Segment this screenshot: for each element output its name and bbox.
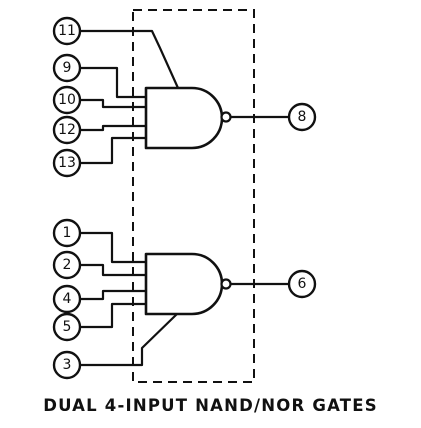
pin-13: 13 — [52, 148, 82, 178]
wire-pin-11 — [78, 29, 180, 90]
pin-label: 9 — [63, 60, 72, 76]
logic-diagram: 11 9 10 12 13 8 1 2 4 5 3 6 — [52, 9, 317, 383]
pin-label: 1 — [63, 225, 72, 241]
pin-10: 10 — [52, 85, 82, 115]
wire-pin-13 — [78, 136, 148, 165]
pin-label: 10 — [58, 92, 76, 108]
wire-pin-2 — [78, 263, 148, 277]
gate-upper — [78, 29, 290, 165]
pin-label: 3 — [63, 357, 72, 373]
wire-pin-9 — [78, 66, 148, 99]
package-outline — [132, 9, 255, 383]
pin-label: 8 — [298, 109, 307, 125]
pin-3: 3 — [52, 350, 82, 380]
pin-1: 1 — [52, 218, 82, 248]
pin-label: 2 — [63, 257, 72, 273]
pin-label: 5 — [63, 319, 72, 335]
nand-gate-upper — [144, 86, 224, 150]
gate-lower — [78, 231, 290, 367]
pin-12: 12 — [52, 115, 82, 145]
pin-11: 11 — [52, 16, 82, 46]
nand-gate-lower — [144, 252, 224, 316]
pin-5: 5 — [52, 312, 82, 342]
diagram-caption: DUAL 4-INPUT NAND/NOR GATES — [43, 396, 378, 415]
wire-pin-12 — [78, 124, 148, 132]
wire-pin-3 — [78, 311, 180, 367]
wire-pin-1 — [78, 231, 148, 264]
pin-4: 4 — [52, 284, 82, 314]
pin-6: 6 — [287, 269, 317, 299]
pin-label: 4 — [63, 291, 72, 307]
pin-2: 2 — [52, 250, 82, 280]
pin-label: 6 — [298, 276, 307, 292]
inversion-bubble-lower — [220, 278, 232, 290]
wire-pin-4 — [78, 289, 148, 301]
wire-pin-10 — [78, 98, 148, 109]
pin-label: 11 — [58, 23, 76, 39]
pin-label: 12 — [58, 122, 76, 138]
pin-label: 13 — [58, 155, 76, 171]
pin-9: 9 — [52, 53, 82, 83]
pin-8: 8 — [287, 102, 317, 132]
inversion-bubble-upper — [220, 111, 232, 123]
wire-pin-5 — [78, 302, 148, 329]
